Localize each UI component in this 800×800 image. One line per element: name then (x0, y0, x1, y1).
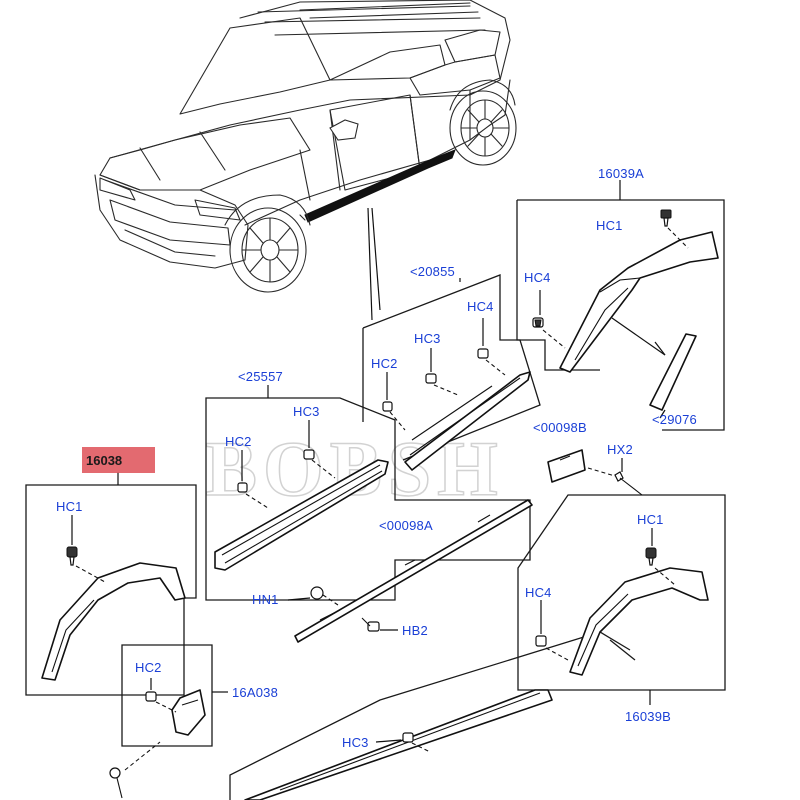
label-25557: <25557 (238, 369, 283, 384)
rear-wheel-arch-trim-upper (559, 231, 719, 373)
label-hc4-top-right: HC4 (524, 270, 551, 285)
vehicle-illustration (94, 0, 517, 293)
clip-hc2-bottom (145, 691, 157, 702)
label-hc3-bottom: HC3 (342, 735, 369, 750)
clip-hc4-top-right (532, 317, 544, 328)
label-16038: 16038 (86, 453, 122, 468)
screw-bottom-left (109, 767, 123, 799)
arch-extension-strip-29076 (649, 333, 697, 411)
label-hc2-mid: HC2 (371, 356, 398, 371)
clip-hc3-mid (425, 373, 437, 384)
nut-hn1 (310, 586, 324, 600)
bolt-hx2 (614, 471, 643, 496)
part-16038-highlight (82, 447, 155, 473)
clip-hc4-mid (477, 348, 489, 359)
label-20855: <20855 (410, 264, 455, 279)
rear-wheel-arch-trim-lower (569, 567, 709, 676)
label-00098A: <00098A (379, 518, 433, 533)
label-hc3-mid: HC3 (414, 331, 441, 346)
clip-hc3-bottom (402, 732, 414, 743)
car-to-panel-lead (367, 207, 373, 321)
clip-hc2-left (237, 482, 248, 493)
clip-hc1-bottom-right (645, 547, 657, 566)
label-00098B: <00098B (533, 420, 587, 435)
label-hc1-left: HC1 (56, 499, 83, 514)
label-hc2-bottom: HC2 (135, 660, 162, 675)
mud-flap-16A038 (171, 689, 206, 736)
front-wheel-arch-trim (41, 562, 186, 681)
clip-hc4-bottom-right (535, 635, 547, 647)
label-hc1-bottom-right: HC1 (637, 512, 664, 527)
label-hb2: HB2 (402, 623, 428, 638)
label-16A038: 16A038 (232, 685, 278, 700)
bolt-hb2 (361, 617, 380, 632)
frame-25557 (205, 385, 531, 601)
frame-20855 (362, 274, 541, 461)
frame-16039B (517, 494, 726, 705)
clip-hc1-left (66, 546, 78, 566)
label-hc1-top-right: HC1 (596, 218, 623, 233)
clip-hc1-top-right (660, 209, 672, 227)
label-hc2-left: HC2 (225, 434, 252, 449)
label-16039B: 16039B (625, 709, 671, 724)
bracket-00098B (547, 449, 586, 483)
label-hc4-bottom-right: HC4 (525, 585, 552, 600)
door-moulding-25557 (214, 459, 389, 571)
door-moulding-20855 (404, 371, 531, 471)
sill-rail-00098A (294, 499, 533, 643)
frame-16A038 (121, 644, 228, 747)
label-hc3-left: HC3 (293, 404, 320, 419)
label-16039A: 16039A (598, 166, 644, 181)
clip-hc3-left (303, 449, 315, 460)
clip-hc2-mid (382, 401, 393, 412)
label-hc4-mid: HC4 (467, 299, 494, 314)
label-hx2: HX2 (607, 442, 633, 457)
frame-bottom-sill (229, 631, 636, 800)
label-hn1: HN1 (252, 592, 279, 607)
label-29076: <29076 (652, 412, 697, 427)
